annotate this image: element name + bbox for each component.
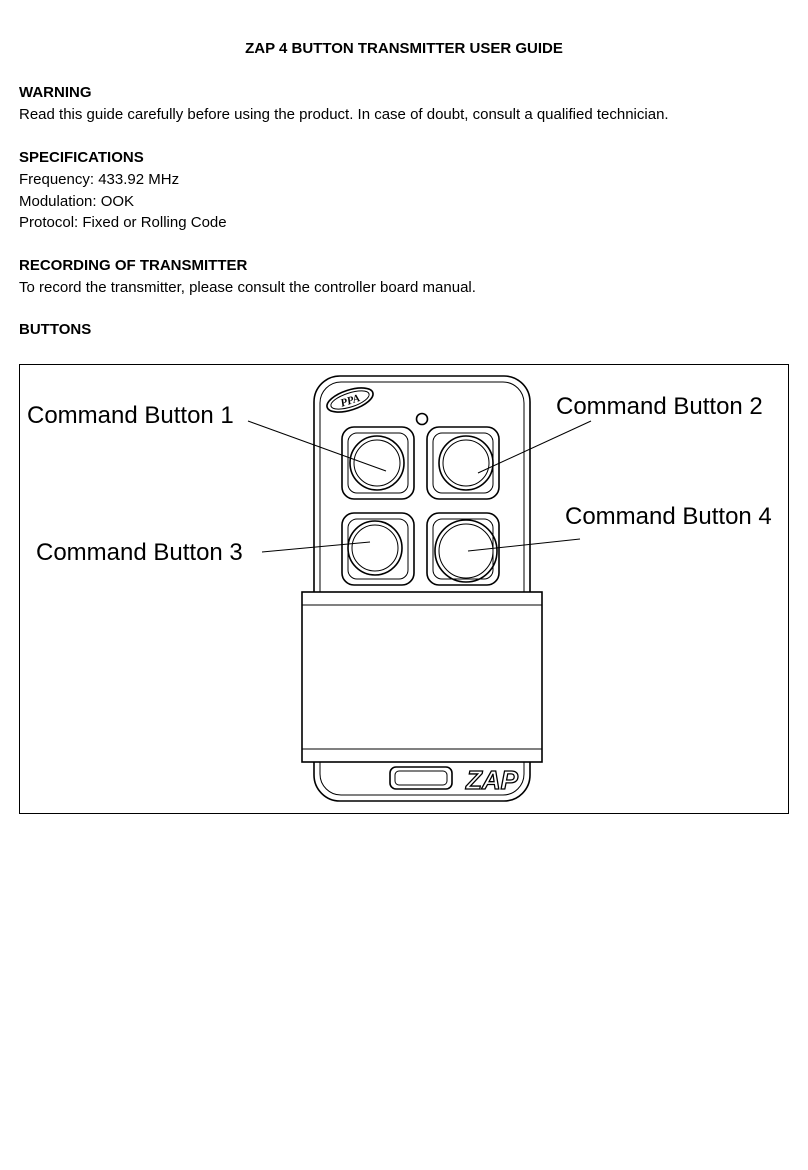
led-indicator [415, 412, 429, 426]
spec-protocol: Protocol: Fixed or Rolling Code [19, 214, 227, 231]
callout-command-button-3: Command Button 3 [36, 539, 243, 566]
spec-modulation: Modulation: OOK [19, 193, 135, 210]
command-button-3 [341, 512, 415, 586]
transmitter-body [313, 375, 531, 802]
transmitter-figure: PPA ZAP Command Button 1 Command Button … [19, 364, 789, 814]
zap-brand-text: ZAP [465, 765, 519, 795]
command-button-2 [426, 426, 500, 500]
recording-text: To record the transmitter, please consul… [19, 279, 476, 296]
command-button-1 [341, 426, 415, 500]
transmitter-drawing: PPA ZAP [247, 375, 592, 802]
spec-frequency: Frequency: 433.92 MHz [19, 171, 180, 188]
command-button-4 [426, 512, 500, 586]
recording-heading: RECORDING OF TRANSMITTER [19, 257, 248, 274]
battery-cover [301, 591, 543, 763]
callout-command-button-4: Command Button 4 [565, 503, 772, 530]
bottom-slot [389, 766, 453, 790]
callout-leader-lines [247, 420, 592, 553]
warning-text: Read this guide carefully before using t… [19, 106, 669, 123]
ppa-logo [326, 387, 374, 413]
page-title: ZAP 4 BUTTON TRANSMITTER USER GUIDE [245, 40, 563, 57]
ppa-logo-text: PPA [339, 392, 362, 410]
specifications-heading: SPECIFICATIONS [19, 149, 144, 166]
buttons-heading: BUTTONS [19, 321, 92, 338]
warning-heading: WARNING [19, 84, 92, 101]
callout-command-button-2: Command Button 2 [556, 393, 763, 420]
callout-command-button-1: Command Button 1 [27, 402, 234, 429]
